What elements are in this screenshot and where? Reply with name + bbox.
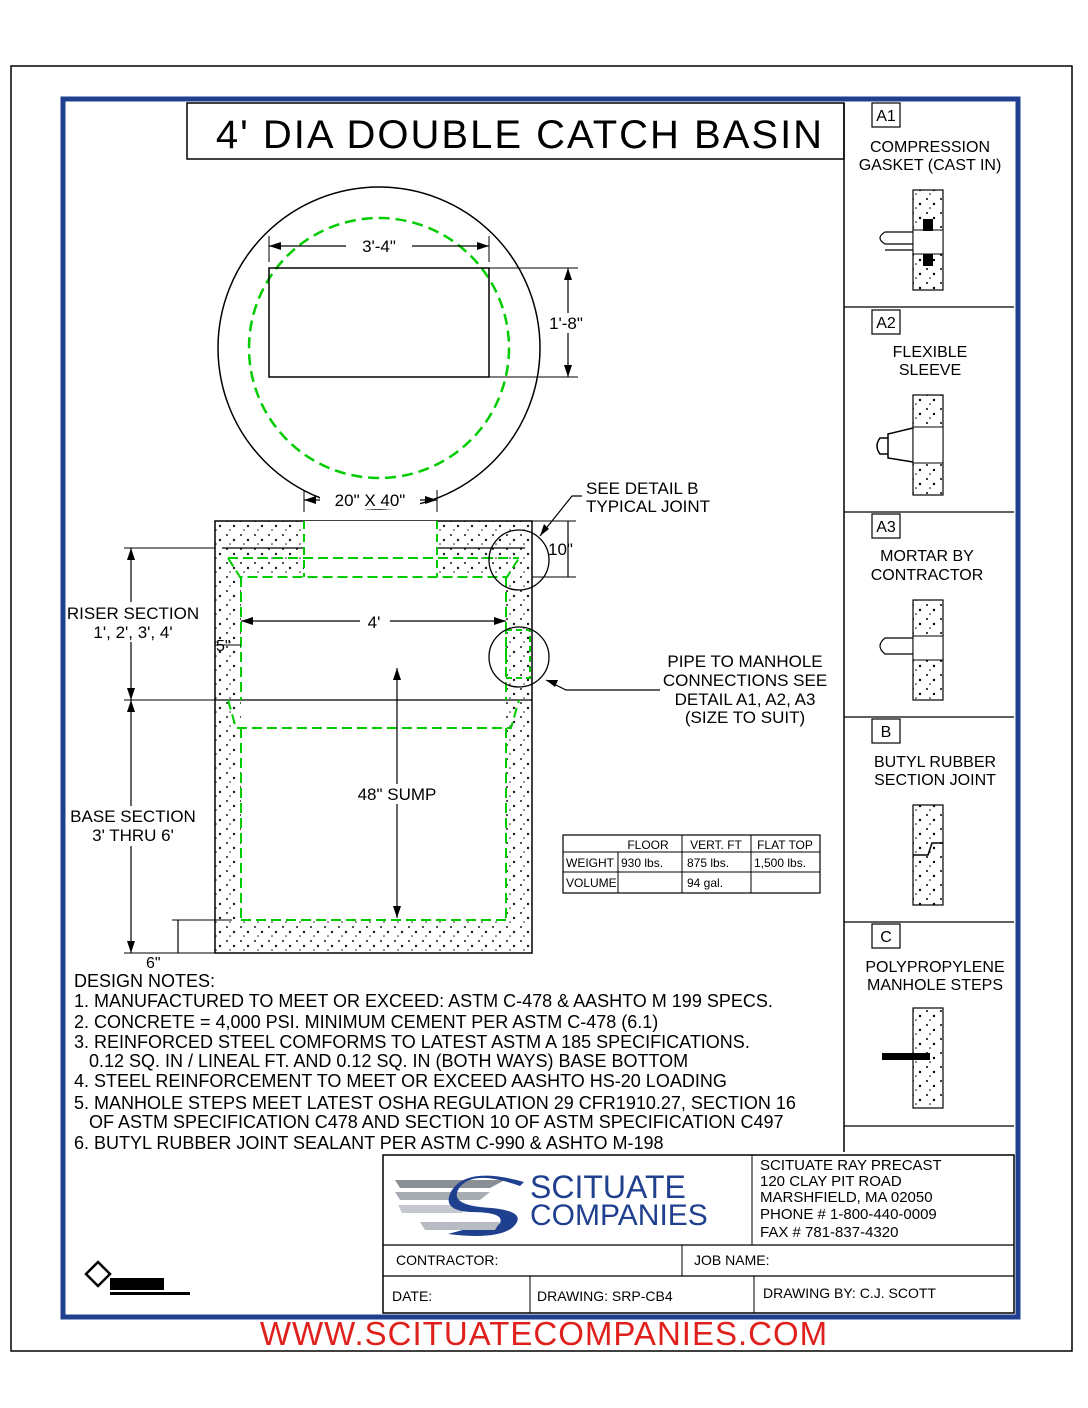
drawing-by-field: DRAWING BY: C.J. SCOTT [763, 1285, 936, 1301]
wall-dim: 5" [216, 638, 231, 655]
website-url: WWW.SCITUATECOMPANIES.COM [260, 1315, 828, 1352]
pipe-note-4: (SIZE TO SUIT) [685, 708, 805, 727]
base-dim: 6" [146, 955, 161, 972]
detail-b-callout [488, 529, 550, 591]
plan-hidden-circle [247, 216, 511, 480]
design-note-line: 0.12 SQ. IN / LINEAL FT. AND 0.12 SQ. IN… [74, 1051, 688, 1071]
title-block: SCITUATE COMPANIES SCITUATE RAY PRECAST … [382, 1154, 1015, 1314]
job-name-field: JOB NAME: [694, 1252, 769, 1268]
detail-a3-caption-2: CONTRACTOR [871, 567, 984, 584]
plan-height-dim: 1'-8" [549, 314, 583, 333]
company-line: 120 CLAY PIT ROAD [760, 1173, 902, 1190]
table-header-floor: FLOOR [627, 838, 669, 852]
pipe-note-2: CONNECTIONS SEE [663, 671, 827, 690]
page-border [10, 65, 1073, 1352]
detail-b-caption-2: SECTION JOINT [874, 772, 996, 789]
riser-label-1: RISER SECTION [67, 604, 199, 623]
pipe-note-3: DETAIL A1, A2, A3 [675, 690, 816, 709]
detail-b-caption-1: BUTYL RUBBER [874, 754, 996, 771]
scituate-logo: SCITUATE COMPANIES [395, 1169, 708, 1236]
design-note-line: OF ASTM SPECIFICATION C478 AND SECTION 1… [74, 1112, 783, 1132]
detail-tag-a1: A1 [876, 108, 896, 125]
drawing-field: DRAWING: SRP-CB4 [537, 1288, 673, 1304]
table-cell: 875 lbs. [687, 856, 729, 870]
date-field: DATE: [392, 1288, 432, 1304]
company-line: SCITUATE RAY PRECAST [760, 1157, 942, 1174]
detail-a3-caption-1: MORTAR BY [880, 548, 974, 565]
detail-tag-c: C [880, 929, 892, 946]
company-line: MARSHFIELD, MA 02050 [760, 1189, 933, 1206]
design-note-line: 1. MANUFACTURED TO MEET OR EXCEED: ASTM … [74, 991, 773, 1011]
base-label-1: BASE SECTION [70, 807, 196, 826]
pipe-note-1: PIPE TO MANHOLE [667, 652, 822, 671]
design-notes: DESIGN NOTES: 1. MANUFACTURED TO MEET OR… [74, 971, 796, 1153]
inner-dia-dim: 4' [368, 613, 381, 632]
detail-a2-caption-1: FLEXIBLE [893, 344, 968, 361]
table-header-vert: VERT. FT [690, 838, 742, 852]
logo-text-1: SCITUATE [530, 1169, 686, 1205]
company-line: FAX # 781-837-4320 [760, 1224, 898, 1241]
design-note-line: 4. STEEL REINFORCEMENT TO MEET OR EXCEED… [74, 1071, 727, 1091]
table-cell: VOLUME [566, 876, 617, 890]
table-cell: 94 gal. [687, 876, 723, 890]
base-label-2: 3' THRU 6' [92, 826, 174, 845]
design-note-line: 2. CONCRETE = 4,000 PSI. MINIMUM CEMENT … [74, 1012, 658, 1032]
sump-dim: 48" SUMP [358, 785, 437, 804]
detail-column: A1 A2 A3 B C COMPRESSION GASKET (CAST IN… [843, 102, 1014, 1152]
opening-dim: 20" X 40" [335, 491, 406, 510]
detail-b-note-2: TYPICAL JOINT [586, 497, 710, 516]
detail-tag-a2: A2 [876, 315, 896, 332]
detail-b-note-1: SEE DETAIL B [586, 479, 698, 498]
riser-label-2: 1', 2', 3', 4' [93, 623, 172, 642]
detail-a2-caption-2: SLEEVE [899, 362, 961, 379]
design-note-line: 5. MANHOLE STEPS MEET LATEST OSHA REGULA… [74, 1093, 796, 1113]
plan-width-dim: 3'-4" [362, 237, 396, 256]
detail-tag-a3: A3 [876, 519, 896, 536]
contractor-field: CONTRACTOR: [396, 1252, 498, 1268]
drawing-title: 4' DIA DOUBLE CATCH BASIN [216, 113, 824, 157]
table-cell: 1,500 lbs. [754, 856, 806, 870]
design-notes-heading: DESIGN NOTES: [74, 971, 215, 991]
design-note-line: 3. REINFORCED STEEL COMFORMS TO LATEST A… [74, 1032, 750, 1052]
plan-view: 3'-4" 1'-8" [217, 186, 592, 510]
detail-c-caption-1: POLYPROPYLENE [865, 959, 1004, 976]
detail-a1-caption-2: GASKET (CAST IN) [859, 157, 1002, 174]
association-logo [84, 1260, 190, 1295]
table-cell: 930 lbs. [621, 856, 663, 870]
pipe-detail-callout [488, 626, 550, 688]
detail-c-caption-2: MANHOLE STEPS [867, 977, 1003, 994]
blue-frame [60, 96, 1021, 1320]
table-cell: WEIGHT [566, 856, 615, 870]
weights-table: FLOOR VERT. FT FLAT TOP WEIGHT 930 lbs. … [562, 834, 821, 894]
design-note-line: 6. BUTYL RUBBER JOINT SEALANT PER ASTM C… [74, 1133, 664, 1153]
section-view [214, 520, 550, 954]
title-box [186, 102, 845, 160]
top-dim: 10" [548, 540, 573, 559]
table-header-flat: FLAT TOP [757, 838, 813, 852]
company-line: PHONE # 1-800-440-0009 [760, 1206, 937, 1223]
detail-a1-caption-1: COMPRESSION [870, 139, 990, 156]
plan-opening [268, 267, 490, 378]
logo-text-2: COMPANIES [530, 1199, 708, 1232]
detail-tag-b: B [881, 724, 892, 741]
